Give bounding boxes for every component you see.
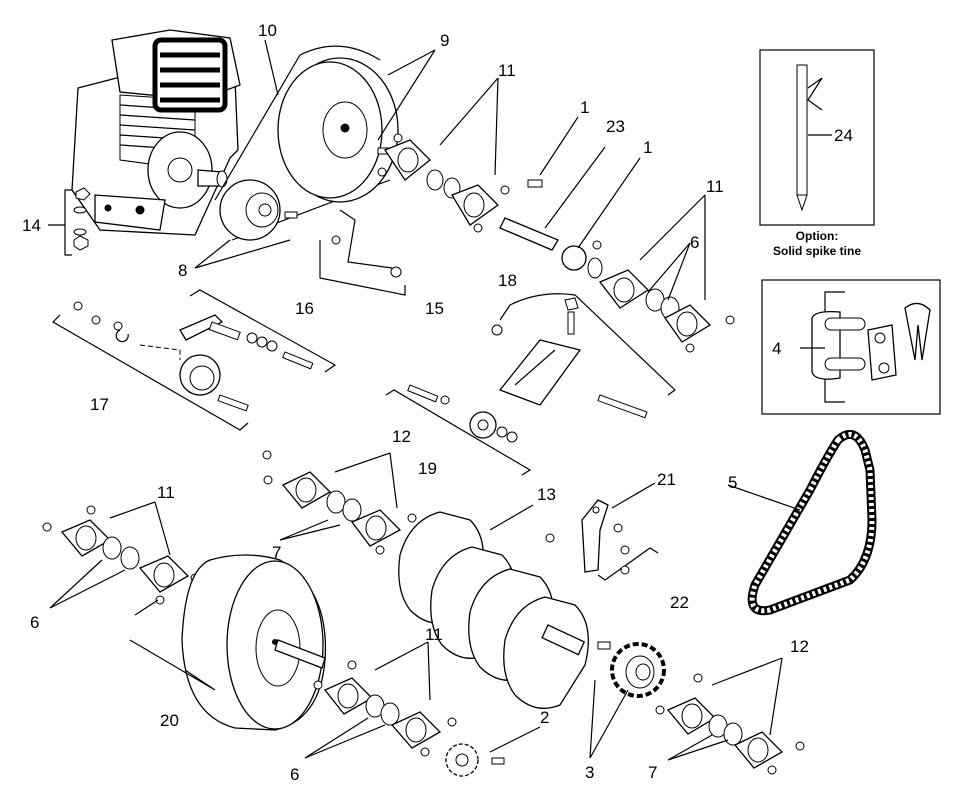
- bearing-set-11-bottom: [313, 660, 457, 757]
- callout-numbers: 10 9 11 1 23 1 11 6 14 8 15 18 16 17 19 …: [22, 21, 853, 784]
- callout-23: 23: [606, 117, 625, 136]
- callout-9: 9: [440, 31, 449, 50]
- callout-11-right: 11: [706, 177, 724, 196]
- wheel-20: [129, 554, 327, 731]
- callout-6-bottom: 6: [290, 765, 299, 784]
- callout-5: 5: [728, 473, 737, 492]
- tensioner-18: [491, 293, 676, 419]
- callout-18: 18: [498, 271, 517, 290]
- callout-17: 17: [90, 395, 109, 414]
- bearing-set-12-mid: [262, 450, 417, 555]
- callout-21: 21: [657, 470, 676, 489]
- callout-19: 19: [418, 459, 437, 478]
- callout-13: 13: [537, 485, 556, 504]
- bearing-set-11-left: [42, 505, 200, 605]
- small-pulley-8: [219, 179, 298, 241]
- callout-10: 10: [258, 21, 277, 40]
- callout-22: 22: [670, 593, 689, 612]
- chain-link-box-4: [761, 279, 941, 415]
- callout-16: 16: [295, 299, 314, 318]
- engine: [71, 29, 241, 236]
- callout-15: 15: [425, 299, 444, 318]
- idler-pulley-17: [52, 301, 249, 431]
- callout-4: 4: [772, 339, 781, 358]
- callout-20: 20: [160, 711, 179, 730]
- callout-6-left: 6: [30, 613, 39, 632]
- callout-8: 8: [178, 261, 187, 280]
- callout-2: 2: [540, 708, 549, 727]
- key-1a: [527, 179, 543, 188]
- callout-1-b: 1: [643, 138, 652, 157]
- callout-24: 24: [834, 126, 853, 145]
- option-label-2: Solid spike tine: [773, 244, 861, 258]
- callout-7-mid: 7: [272, 543, 281, 562]
- callout-11-bottom: 11: [425, 625, 443, 644]
- bracket-21: [581, 499, 609, 573]
- tine-assembly-13: [398, 511, 589, 709]
- bearing-set-11-right: [561, 240, 735, 353]
- callout-14: 14: [22, 216, 41, 235]
- sprocket-set-19: [385, 384, 532, 476]
- callout-3: 3: [585, 763, 594, 782]
- bearing-set-11-top: [377, 133, 510, 233]
- callout-1-a: 1: [580, 98, 589, 117]
- large-pulley-9: [277, 57, 399, 203]
- bolt-set-14: [48, 187, 91, 256]
- chain-5: [747, 429, 877, 616]
- callout-12-mid: 12: [392, 427, 411, 446]
- sprocket-2: [445, 743, 505, 777]
- option-box-24: Option: Solid spike tine: [759, 49, 875, 258]
- option-label-1: Option:: [796, 229, 839, 243]
- bearing-set-12-bottom: [655, 673, 805, 775]
- muffler: [152, 37, 228, 113]
- shaft-23: [499, 217, 559, 251]
- callout-6-top: 6: [690, 233, 699, 252]
- callout-11-top: 11: [498, 61, 516, 80]
- callout-12-bottom: 12: [790, 637, 809, 656]
- sprocket-3: [597, 641, 666, 698]
- leader-lines: [49, 39, 832, 761]
- hardware-22: [545, 523, 659, 581]
- callout-11-left: 11: [157, 483, 175, 502]
- callout-7-bottom: 7: [648, 763, 657, 782]
- idler-16: [179, 289, 337, 373]
- linkage-15: [319, 209, 406, 296]
